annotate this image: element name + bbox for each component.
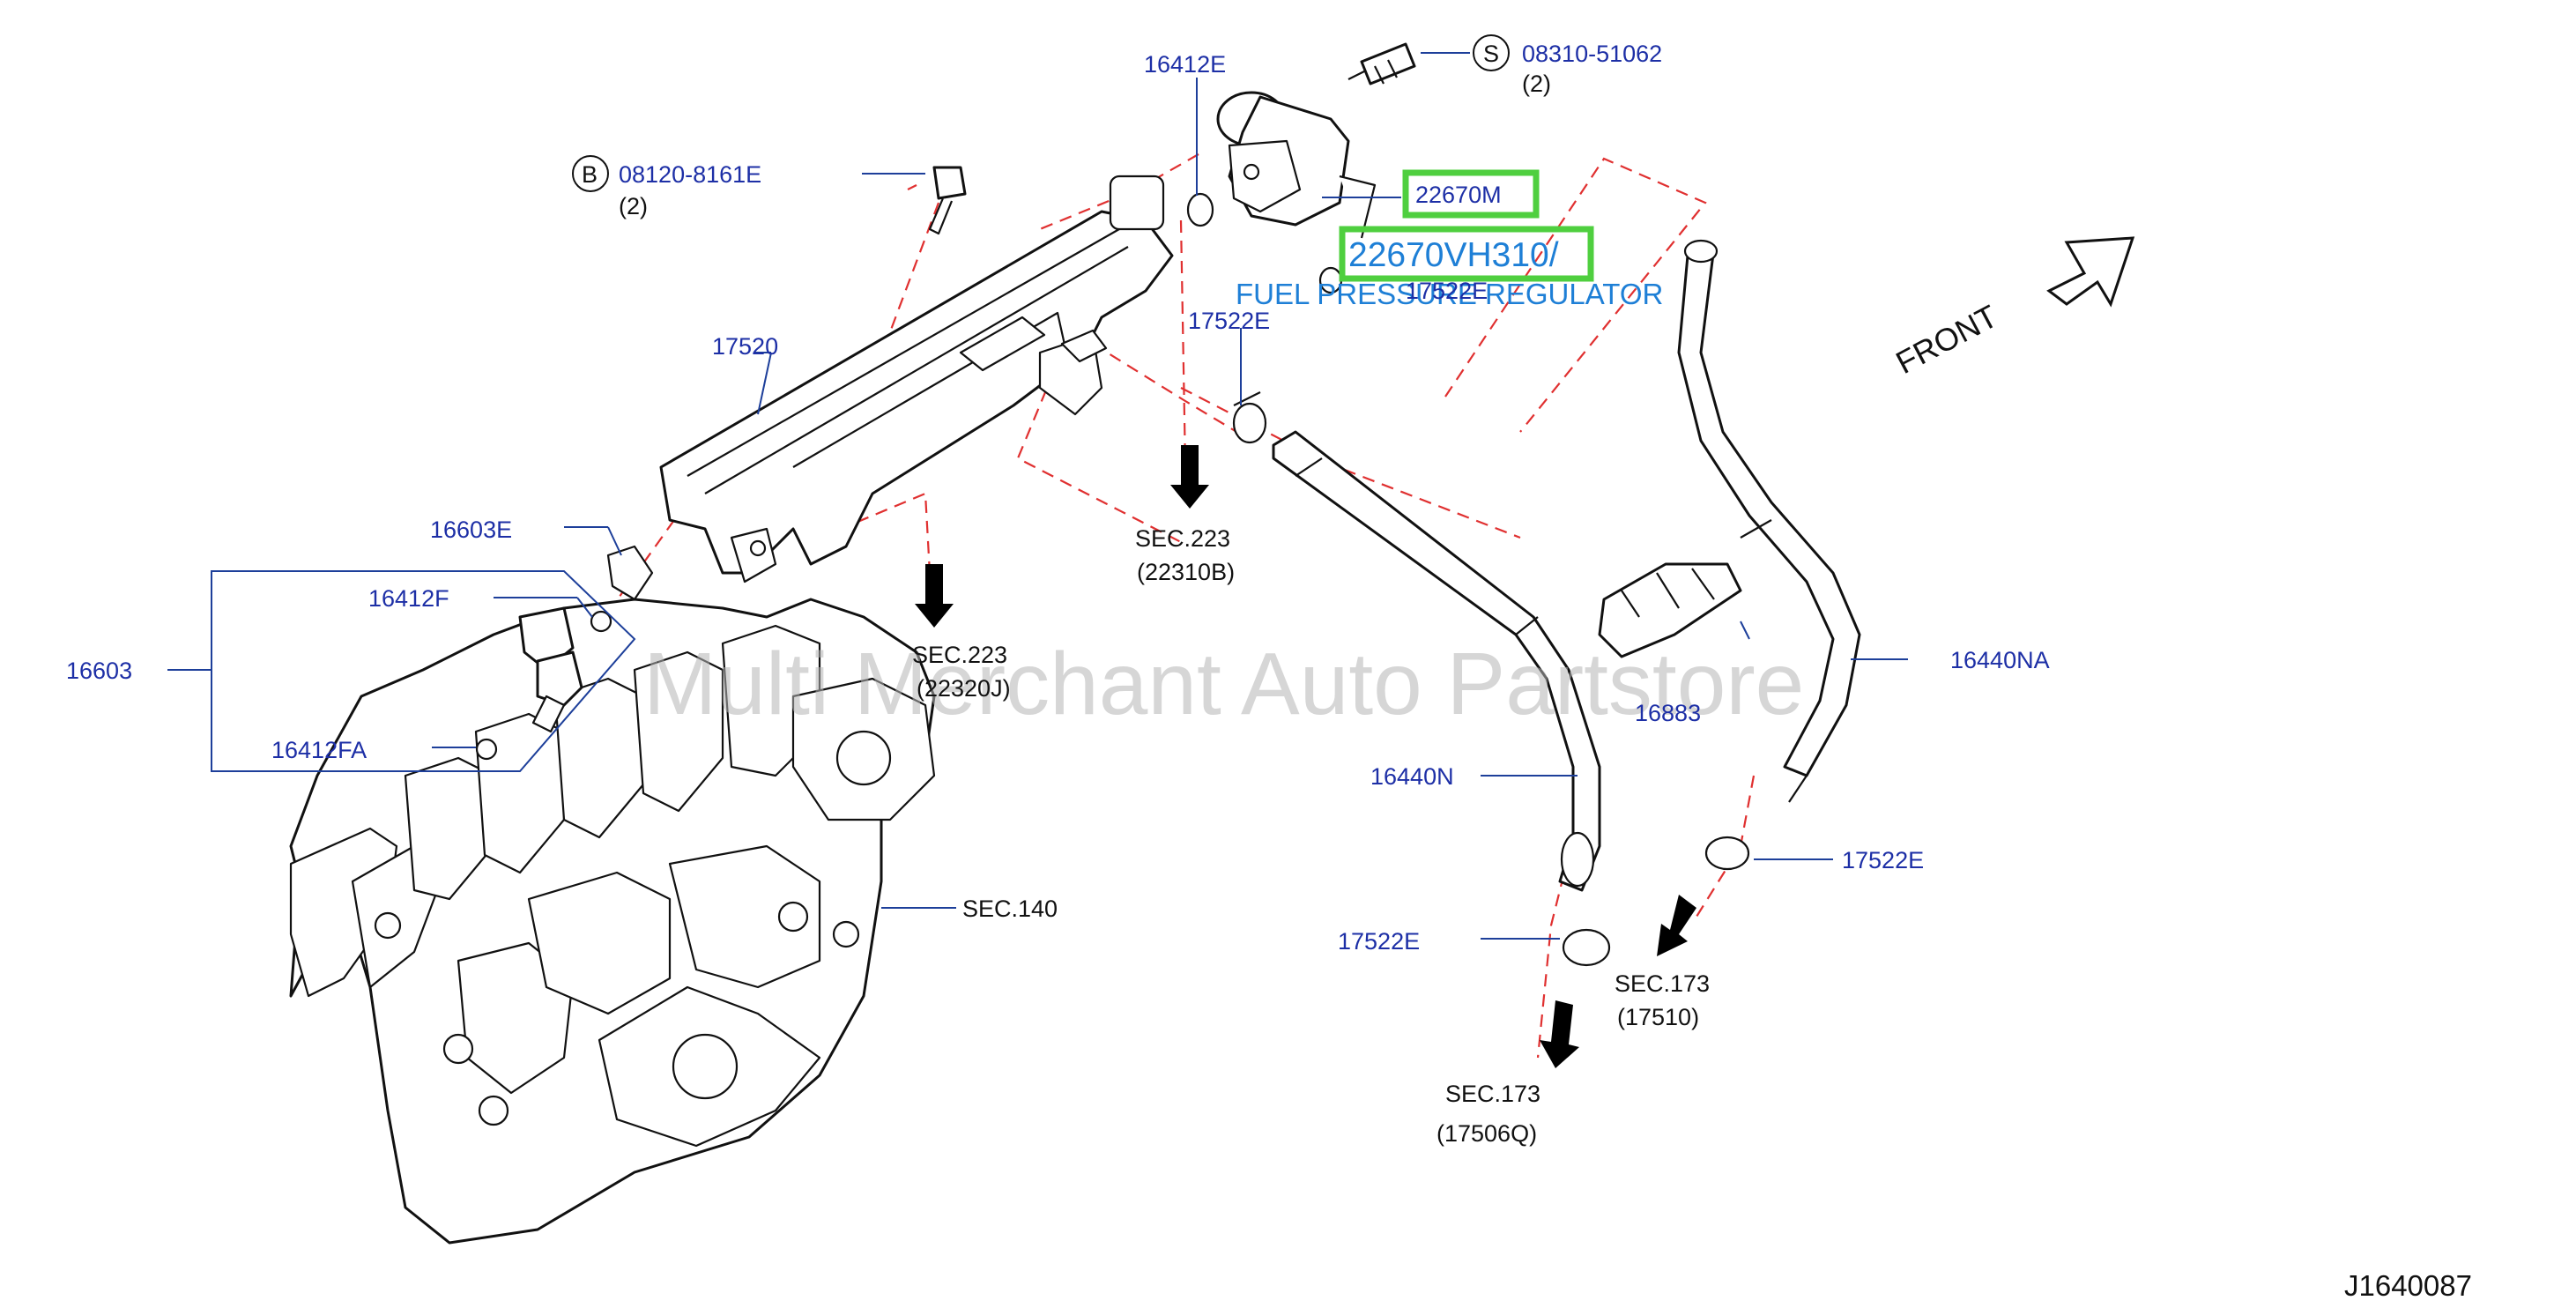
- label-16412E[interactable]: 16412E: [1144, 51, 1226, 78]
- watermark-text: Multi Merchant Auto Partstore: [643, 635, 1804, 733]
- label-16440N[interactable]: 16440N: [1370, 763, 1454, 790]
- label-16412F[interactable]: 16412F: [368, 585, 449, 612]
- label-sec173-17510[interactable]: SEC.173: [1615, 970, 1710, 997]
- label-16412FA[interactable]: 16412FA: [271, 737, 367, 763]
- label-16603[interactable]: 16603: [66, 658, 132, 684]
- sec-arrow-17510: [1657, 895, 1696, 956]
- diagram-code: J1640087: [2344, 1269, 2472, 1302]
- sec-arrow-17506Q: [1540, 1000, 1579, 1068]
- clamp-17522E-right: [1704, 836, 1750, 871]
- front-arrow-icon: [2046, 236, 2135, 308]
- label-22670M[interactable]: 22670M: [1415, 182, 1502, 208]
- label-sec223-22310B-sub: (22310B): [1137, 559, 1235, 585]
- label-17522E-regulator[interactable]: 17522E: [1406, 278, 1488, 304]
- label-08310-51062[interactable]: 08310-51062: [1522, 41, 1662, 67]
- label-16883[interactable]: 16883: [1635, 700, 1701, 726]
- symbol-b-circle: B: [572, 155, 609, 192]
- highlight-box-22670VH: [1339, 226, 1594, 282]
- label-sec173-17506Q-sub: (17506Q): [1436, 1120, 1537, 1147]
- leader-lines: [167, 52, 1908, 940]
- oring-16412FA: [475, 738, 498, 761]
- clamp-17522E-upper: [1232, 391, 1267, 444]
- bolt-08120: [928, 166, 967, 235]
- label-08310-qty: (2): [1522, 71, 1551, 97]
- sec-arrow-22320J: [915, 564, 954, 628]
- clamp-17522E-lower: [1562, 928, 1611, 967]
- clip-16603E: [606, 545, 654, 601]
- oring-16412E: [1186, 192, 1214, 227]
- label-sec140[interactable]: SEC.140: [962, 896, 1058, 922]
- intake-manifold: [289, 598, 936, 1245]
- label-08120-qty: (2): [619, 193, 648, 219]
- bracket-16883: [1598, 562, 1742, 658]
- label-sec223-22310B[interactable]: SEC.223: [1135, 525, 1230, 552]
- fuel-pressure-regulator: [1216, 91, 1377, 239]
- label-17522E-right[interactable]: 17522E: [1842, 847, 1924, 873]
- label-17522E-lower[interactable]: 17522E: [1338, 928, 1420, 955]
- fuel-injector: [518, 606, 583, 733]
- label-sec223-22320J[interactable]: SEC.223: [912, 642, 1007, 668]
- svg-text:B: B: [582, 161, 598, 188]
- label-17520[interactable]: 17520: [712, 333, 778, 360]
- sec-arrow-22310B: [1170, 445, 1209, 509]
- label-sec173-17506Q[interactable]: SEC.173: [1445, 1081, 1540, 1107]
- label-22670VH310[interactable]: 22670VH310/: [1348, 236, 1559, 274]
- label-16603E[interactable]: 16603E: [430, 517, 512, 543]
- label-front: FRONT: [1890, 298, 2004, 381]
- highlight-box-22670M: [1402, 169, 1540, 219]
- label-sec173-17510-sub: (17510): [1617, 1004, 1699, 1030]
- bolt-08310: [1347, 42, 1416, 85]
- oring-16412F: [590, 610, 612, 633]
- label-fuel-pressure-regulator: FUEL PRESSURE REGULATOR: [1236, 278, 1663, 310]
- fuel-rail: [659, 175, 1174, 583]
- label-17522E-upper[interactable]: 17522E: [1188, 308, 1270, 334]
- label-08120-8161E[interactable]: 08120-8161E: [619, 161, 761, 188]
- hose-16440NA: [1677, 239, 1861, 803]
- symbol-s-circle: S: [1473, 34, 1510, 71]
- svg-text:S: S: [1483, 41, 1499, 67]
- label-16440NA[interactable]: 16440NA: [1950, 647, 2050, 673]
- hose-16440N: [1272, 430, 1601, 892]
- label-sec223-22320J-sub: (22320J): [917, 675, 1011, 702]
